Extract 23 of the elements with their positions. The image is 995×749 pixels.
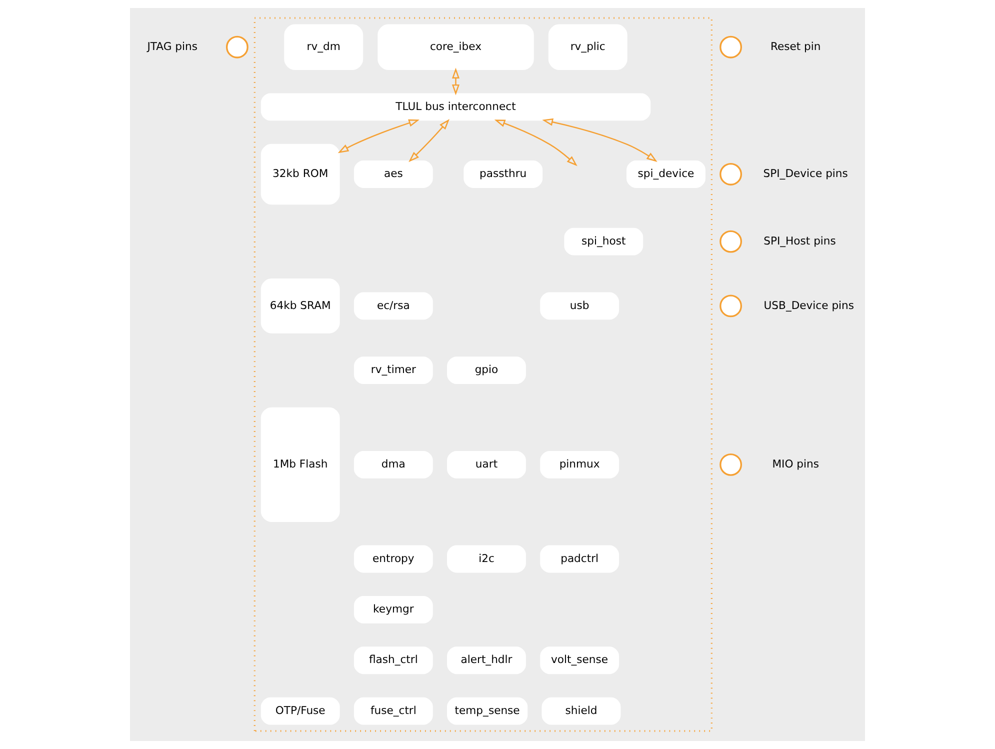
node-circle (720, 163, 742, 186)
node-circle (720, 453, 742, 476)
node-box: spi_device (626, 160, 706, 188)
node-box: core_ibex (378, 24, 534, 70)
node-label: SPI_Host pins (764, 234, 836, 248)
node-box: TLUL bus interconnect (260, 93, 651, 121)
arrow (494, 120, 578, 166)
node-label: USB_Device pins (764, 298, 854, 312)
node-label: SPI_Device pins (763, 167, 848, 180)
node-circle (720, 36, 742, 58)
node-box: aes (354, 160, 433, 188)
arrow (408, 118, 450, 162)
node-circle (720, 230, 742, 253)
node-circle (226, 36, 248, 58)
arrow (338, 119, 420, 154)
arrow (542, 118, 658, 162)
cluster (254, 17, 713, 732)
node-label: JTAG pins (147, 40, 198, 53)
arrow (452, 68, 460, 96)
node-label: MIO pins (772, 457, 819, 470)
node-label: Reset pin (770, 40, 821, 53)
node-box: 32kb ROM (260, 144, 340, 205)
node-circle (720, 294, 742, 318)
